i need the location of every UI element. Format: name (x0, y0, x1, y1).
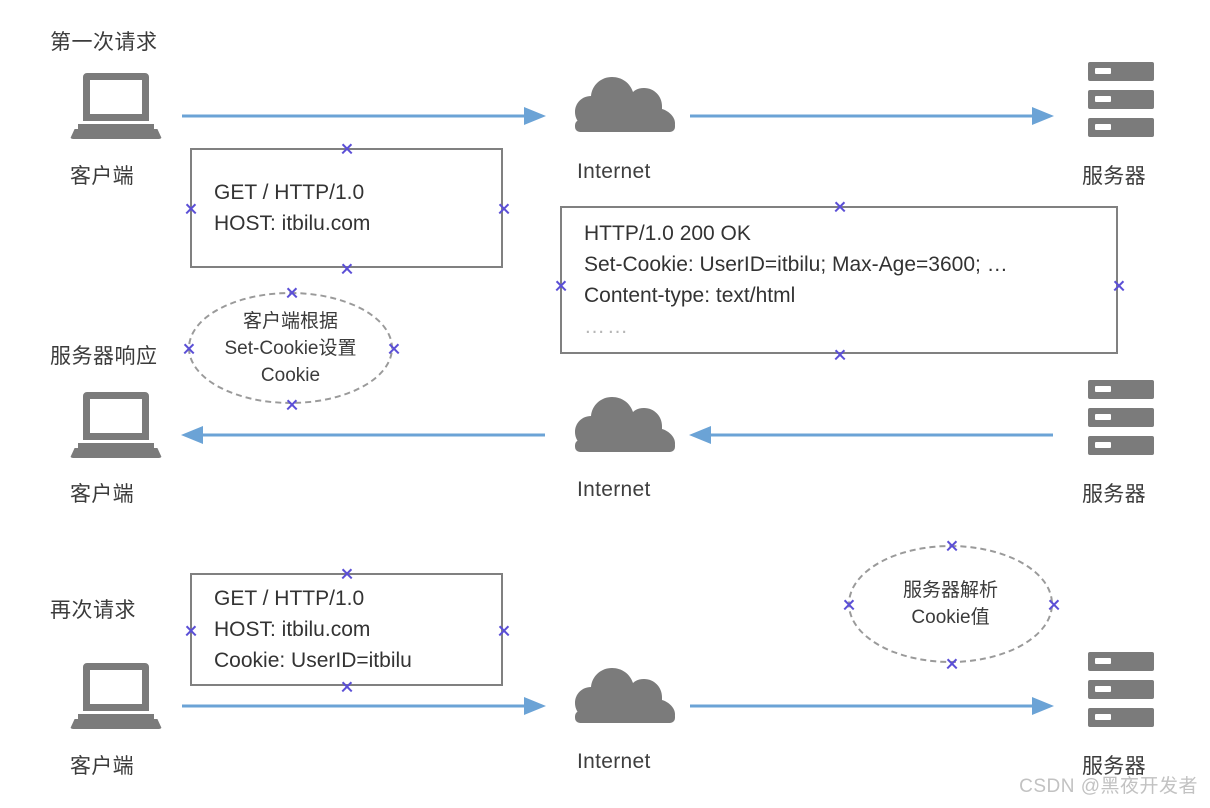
arrow-internet-to-server-row1 (690, 105, 1055, 127)
client-label-row2: 客户端 (70, 483, 134, 506)
server-response-message-box[interactable]: HTTP/1.0 200 OK Set-Cookie: UserID=itbil… (560, 206, 1118, 354)
internet-cloud-icon-row2 (575, 390, 675, 452)
note-line: 服务器解析 (902, 580, 998, 601)
note-line: Cookie值 (911, 607, 990, 628)
csdn-watermark: CSDN @黑夜开发者 (1019, 776, 1198, 797)
internet-label-row3: Internet (577, 750, 651, 773)
laptop-screen (83, 73, 149, 121)
laptop-hinge (78, 124, 154, 130)
first-request-message-box[interactable]: GET / HTTP/1.0 HOST: itbilu.com (190, 148, 503, 268)
server-label-row1: 服务器 (1082, 165, 1146, 188)
server-bar (1088, 380, 1154, 399)
client-set-cookie-note: 客户端根据 Set-Cookie设置 Cookie (188, 292, 393, 404)
internet-cloud-icon-row3 (575, 661, 675, 723)
message-line: Cookie: UserID=itbilu (214, 649, 412, 672)
note-line: Cookie (260, 364, 321, 386)
row-label-second-request: 再次请求 (50, 599, 136, 622)
message-line: HTTP/1.0 200 OK (584, 222, 751, 245)
laptop-screen (83, 663, 149, 711)
arrow-client-to-internet-row3 (182, 695, 547, 717)
client-label-row1: 客户端 (70, 165, 134, 188)
arrow-server-to-internet-row2 (688, 424, 1053, 446)
laptop-base (70, 448, 162, 458)
laptop-base (70, 719, 162, 729)
client-laptop-icon (70, 73, 162, 139)
server-bar (1088, 436, 1154, 455)
message-line: GET / HTTP/1.0 (214, 587, 365, 610)
note-line: 客户端根据 (242, 310, 338, 332)
laptop-base (70, 129, 162, 139)
row-label-first-request: 第一次请求 (50, 31, 158, 54)
arrow-internet-to-client-row2 (180, 424, 545, 446)
server-bar (1088, 680, 1154, 699)
laptop-hinge (78, 714, 154, 720)
message-line-ellipsis: …… (584, 315, 630, 338)
server-label-row3: 服务器 (1082, 755, 1146, 778)
internet-label-row1: Internet (577, 160, 651, 183)
message-line: Content-type: text/html (584, 284, 796, 307)
internet-label-row2: Internet (577, 478, 651, 501)
laptop-hinge (78, 443, 154, 449)
server-label-row2: 服务器 (1082, 483, 1146, 506)
server-bar (1088, 408, 1154, 427)
message-line: GET / HTTP/1.0 (214, 181, 365, 204)
server-icon-row3 (1088, 652, 1154, 728)
server-response-message-lines: HTTP/1.0 200 OK Set-Cookie: UserID=itbil… (562, 218, 1116, 342)
client-laptop-icon (70, 392, 162, 458)
client-label-row3: 客户端 (70, 755, 134, 778)
internet-cloud-icon-row1 (575, 70, 675, 132)
server-icon-row2 (1088, 380, 1154, 456)
message-line: HOST: itbilu.com (214, 212, 371, 235)
server-bar (1088, 652, 1154, 671)
server-parse-cookie-note: 服务器解析 Cookie值 (848, 545, 1053, 663)
server-bar (1088, 118, 1154, 137)
server-icon-row1 (1088, 62, 1154, 138)
note-line: Set-Cookie设置 (224, 337, 357, 359)
row-label-server-response: 服务器响应 (50, 345, 158, 368)
second-request-message-box[interactable]: GET / HTTP/1.0 HOST: itbilu.com Cookie: … (190, 573, 503, 686)
second-request-message-lines: GET / HTTP/1.0 HOST: itbilu.com Cookie: … (192, 583, 501, 676)
arrow-internet-to-server-row3 (690, 695, 1055, 717)
server-bar (1088, 708, 1154, 727)
message-line: Set-Cookie: UserID=itbilu; Max-Age=3600;… (584, 253, 1008, 276)
message-line: HOST: itbilu.com (214, 618, 371, 641)
client-laptop-icon (70, 663, 162, 729)
arrow-client-to-internet-row1 (182, 105, 547, 127)
first-request-message-lines: GET / HTTP/1.0 HOST: itbilu.com (192, 177, 501, 239)
laptop-screen (83, 392, 149, 440)
server-bar (1088, 62, 1154, 81)
server-bar (1088, 90, 1154, 109)
